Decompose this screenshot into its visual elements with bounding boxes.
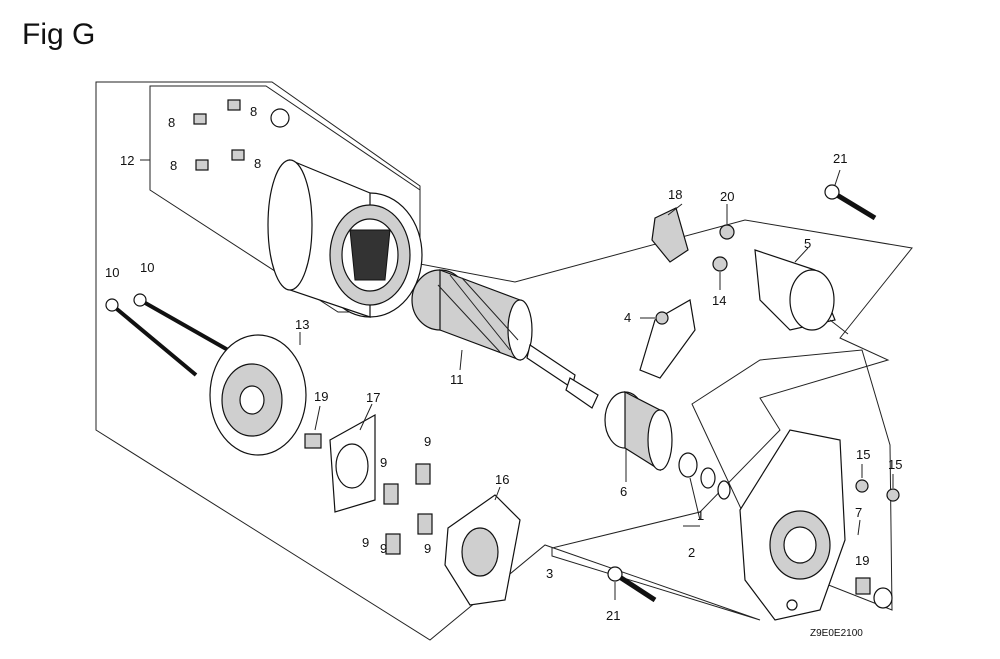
rear-cover-part <box>209 334 307 456</box>
through-bolts-part <box>105 293 229 377</box>
callout-c8d: 8 <box>254 156 261 171</box>
callout-c5: 5 <box>804 236 811 251</box>
callout-c11: 11 <box>450 372 464 387</box>
callout-c15a: 15 <box>856 447 870 462</box>
brush-holder-part <box>444 494 521 606</box>
shift-lever-part <box>639 299 696 379</box>
callout-c20: 20 <box>720 189 734 204</box>
callout-c9d: 9 <box>362 535 369 550</box>
armature-part <box>411 269 599 409</box>
callout-c9a: 9 <box>424 434 431 449</box>
brush-holder-plate-part <box>329 413 376 513</box>
callout-c9e: 9 <box>380 541 387 556</box>
callout-c7: 7 <box>855 505 862 520</box>
callout-c19a: 19 <box>314 389 328 404</box>
brush-springs-part <box>383 463 433 555</box>
nut-15a-part <box>855 479 869 493</box>
callout-c10b: 10 <box>140 260 154 275</box>
callout-c8b: 8 <box>250 104 257 119</box>
callout-c1: 1 <box>697 508 704 523</box>
callout-c9c: 9 <box>424 541 431 556</box>
bushing-rear-part <box>304 433 322 449</box>
callout-c8c: 8 <box>170 158 177 173</box>
callout-c17: 17 <box>366 390 380 405</box>
callout-c16: 16 <box>495 472 509 487</box>
callout-c13: 13 <box>295 317 309 332</box>
overrunning-clutch-part <box>604 391 673 472</box>
motor-yoke-part <box>267 159 423 318</box>
leader-lines <box>140 159 894 600</box>
front-housing-part <box>739 429 846 621</box>
mounting-bolt-bottom-part <box>607 566 657 603</box>
callout-c14: 14 <box>712 293 726 308</box>
callout-c2: 2 <box>688 545 695 560</box>
nut-20-part <box>719 224 735 240</box>
callout-c18: 18 <box>668 187 682 202</box>
brush-clips-part <box>193 99 290 171</box>
cap-front-part <box>873 587 893 609</box>
callout-c3: 3 <box>546 566 553 581</box>
callout-c21b: 21 <box>606 608 620 623</box>
stop-ring-collar-part <box>678 452 731 500</box>
nut-14-part <box>712 256 728 272</box>
nut-15b-part <box>886 488 900 502</box>
solenoid-part <box>754 249 849 335</box>
diagram-code-label: Z9E0E2100 <box>810 628 863 639</box>
callout-c15b: 15 <box>888 457 902 472</box>
callout-c19b: 19 <box>855 553 869 568</box>
callout-c6: 6 <box>620 484 627 499</box>
callout-c21a: 21 <box>833 151 847 166</box>
callout-c12: 12 <box>120 153 134 168</box>
callout-c10a: 10 <box>105 265 119 280</box>
callout-c4: 4 <box>624 310 631 325</box>
figure-title: Fig G <box>22 18 96 51</box>
bushing-front-part <box>855 577 871 595</box>
mounting-bolt-top-part <box>824 184 877 221</box>
callout-c8a: 8 <box>168 115 175 130</box>
lever-holder-part <box>651 207 689 263</box>
callout-c9b: 9 <box>380 455 387 470</box>
